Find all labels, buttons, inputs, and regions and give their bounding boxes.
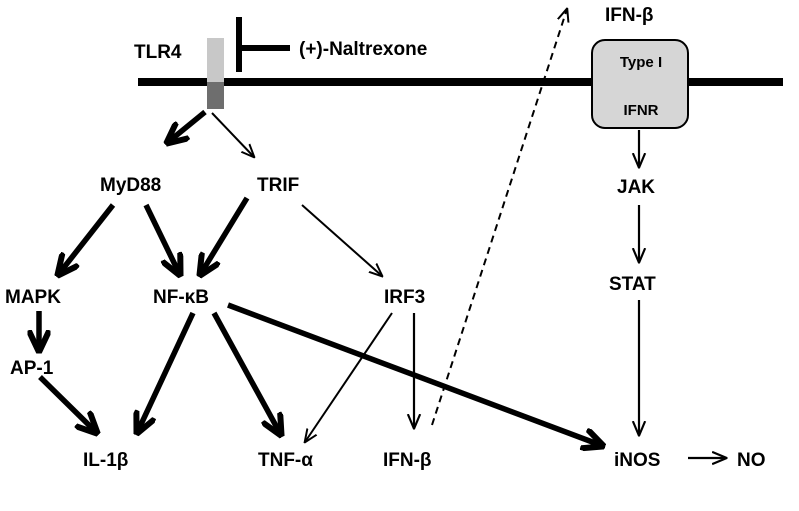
- label-inos: iNOS: [614, 450, 660, 471]
- label-ap1: AP-1: [10, 358, 54, 379]
- arrow-tlr4-to-myd88: [167, 109, 207, 143]
- label-tlr4: TLR4: [134, 42, 182, 63]
- arrow-ifnb-secretion-dashed: [431, 9, 567, 426]
- label-myd88: MyD88: [100, 175, 161, 196]
- arrow-trif-to-nfkb: [200, 196, 250, 275]
- arrow-nfkb-to-inos: [227, 302, 603, 446]
- label-tnfa: TNF-α: [258, 450, 313, 471]
- label-il1b: IL-1β: [83, 450, 128, 471]
- arrow-ap1-to-il1b: [38, 375, 97, 433]
- label-no: NO: [737, 450, 766, 471]
- arrow-myd88-to-nfkb: [143, 203, 180, 275]
- tlr4-receptor-lower: [207, 82, 224, 109]
- label-ifnb-top: IFN-β: [605, 5, 654, 26]
- arrow-myd88-to-mapk: [58, 203, 116, 275]
- tlr4-receptor-upper: [207, 38, 224, 84]
- label-ifnr: IFNR: [624, 102, 659, 119]
- arrow-nfkb-to-il1b: [137, 311, 196, 433]
- arrow-tlr4-to-trif: [211, 112, 254, 157]
- arrow-trif-to-irf3: [301, 204, 382, 276]
- arrow-nfkb-to-tnfa: [211, 311, 281, 435]
- ifnr-receptor-box: [591, 39, 689, 129]
- label-nfkb: NF-κB: [153, 287, 209, 308]
- label-trif: TRIF: [257, 175, 299, 196]
- arrow-irf3-to-tnfa: [305, 312, 393, 442]
- label-jak: JAK: [617, 177, 655, 198]
- label-mapk: MAPK: [5, 287, 61, 308]
- label-stat: STAT: [609, 274, 656, 295]
- label-naltrexone: (+)-Naltrexone: [299, 39, 427, 60]
- label-ifnb-bottom: IFN-β: [383, 450, 432, 471]
- label-irf3: IRF3: [384, 287, 425, 308]
- label-ifnr-type: Type I: [620, 54, 662, 71]
